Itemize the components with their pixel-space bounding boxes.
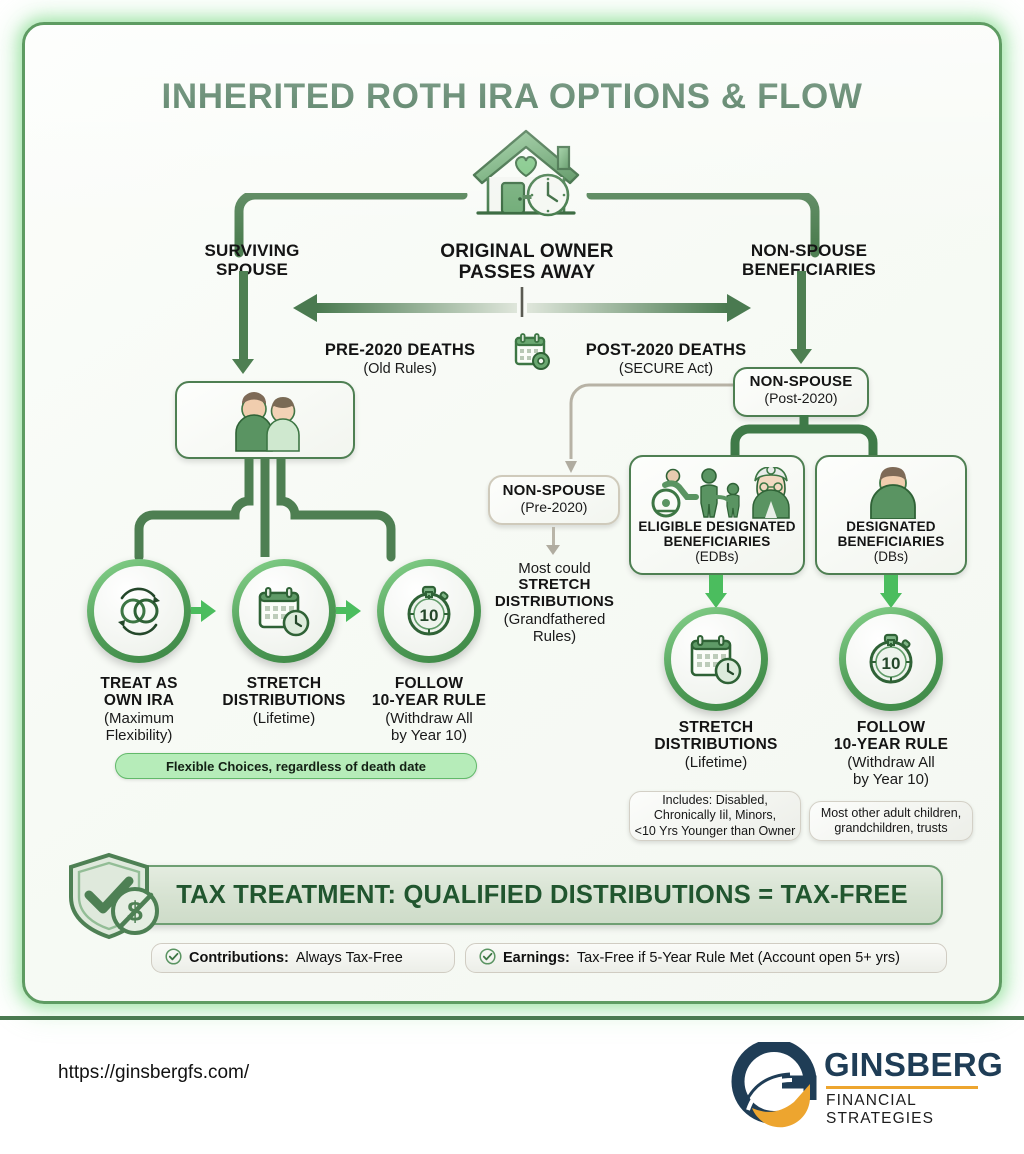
fact-earnings-rest: Tax-Free if 5-Year Rule Met (Account ope… (576, 950, 900, 966)
svg-text:10: 10 (420, 606, 439, 625)
outcome-circle-db-10year[interactable]: 10 (839, 607, 943, 711)
spouse-stem-arrow (232, 359, 254, 374)
pre2020-connector (545, 381, 775, 473)
post-2020-label: POST-2020 DEATHS (SECURE Act) (585, 341, 747, 378)
option-label-follow-10-year-rule: FOLLOW 10-YEAR RULE (Withdraw All by Yea… (371, 675, 487, 744)
option-circle-follow-10-year-rule[interactable]: 10 (377, 559, 481, 663)
pre2020-outcome-arrow (546, 545, 560, 555)
pre2020-outcome-label: Most could STRETCH DISTRIBUTIONS (Grandf… (494, 560, 615, 645)
logo-rule (826, 1086, 978, 1089)
post2020-split-connector (691, 415, 917, 478)
spouse-options-connector (115, 454, 415, 565)
non-spouse-post2020-box[interactable]: NON-SPOUSE (Post-2020) (733, 367, 869, 417)
footer-url[interactable]: https://ginsbergfs.com/ (58, 1062, 250, 1083)
logo-subtitle: FINANCIAL STRATEGIES (826, 1092, 935, 1127)
db-outcome-arrow (880, 593, 902, 608)
rings-refresh-icon (94, 566, 184, 656)
pre2020-outcome-stem (552, 527, 555, 549)
option-circle-treat-as-own-ira[interactable] (87, 559, 191, 663)
check-circle-icon (165, 947, 182, 969)
fact-pill-contributions: Contributions: Always Tax-Free (151, 943, 455, 973)
death-date-timeline-arrow (287, 287, 757, 331)
ginsberg-g-logo (724, 1039, 824, 1128)
edb-outcome-arrow (705, 593, 727, 608)
flow-arrow-2-tail (336, 607, 350, 614)
house-heart-clock-icon (466, 121, 586, 225)
root-label: ORIGINAL OWNER PASSES AWAY (440, 241, 614, 284)
surviving-spouse-card[interactable] (175, 381, 355, 459)
spouse-flexible-note: Flexible Choices, regardless of death da… (115, 753, 477, 779)
calendar-clock-icon (239, 566, 329, 656)
branch-label-non-spouse: NON-SPOUSE BENEFICIARIES (742, 241, 876, 280)
nonspouse-stem-arrow (790, 349, 812, 364)
flow-arrow-1 (201, 600, 216, 622)
person-icon (863, 467, 923, 520)
fact-contributions-rest: Always Tax-Free (295, 950, 403, 966)
svg-text:10: 10 (882, 654, 901, 673)
db-note: Most other adult children, grandchildren… (809, 801, 973, 841)
page-title: INHERITED ROTH IRA OPTIONS & FLOW (161, 77, 863, 116)
pre-2020-label: PRE-2020 DEATHS (Old Rules) (324, 341, 476, 378)
edb-note: Includes: Disabled, Chronically Iil, Min… (629, 791, 801, 841)
fact-pill-earnings: Earnings: Tax-Free if 5-Year Rule Met (A… (465, 943, 947, 973)
outcome-circle-edb-stretch[interactable] (664, 607, 768, 711)
shield-check-nodollar-icon: $ (63, 849, 169, 941)
nonspouse-stem (797, 271, 806, 353)
fact-earnings-bold: Earnings: (503, 950, 570, 966)
option-circle-stretch-distributions[interactable] (232, 559, 336, 663)
calendar-gear-icon (512, 331, 554, 373)
tax-treatment-banner: TAX TREATMENT: QUALIFIED DISTRIBUTIONS =… (87, 865, 943, 925)
edb-card[interactable]: ELIGIBLE DESIGNATED BENEFICIARIES (EDBs) (629, 455, 805, 575)
edb-group-icon (645, 465, 793, 519)
tax-treatment-banner-text: TAX TREATMENT: QUALIFIED DISTRIBUTIONS =… (176, 880, 908, 909)
flow-arrow-2 (346, 600, 361, 622)
stopwatch-10-icon: 10 (384, 566, 474, 656)
calendar-clock-icon (671, 614, 761, 704)
couple-icon (229, 391, 307, 453)
stopwatch-10-icon: 10 (846, 614, 936, 704)
flow-arrow-1-tail (191, 607, 205, 614)
outcome-label-db-10year: FOLLOW 10-YEAR RULE (Withdraw All by Yea… (833, 719, 949, 788)
logo-name: GINSBERG (824, 1046, 1004, 1083)
root-split-connector (213, 190, 841, 263)
infographic-panel: INHERITED ROTH IRA OPTIONS & FLOW (22, 22, 1002, 1004)
footer-divider (0, 1016, 1024, 1020)
spouse-stem (239, 271, 248, 363)
db-outcome-stem (884, 575, 898, 597)
outcome-label-edb-stretch: STRETCH DISTRIBUTIONS (Lifetime) (654, 719, 778, 771)
check-circle-icon (479, 947, 496, 969)
edb-outcome-stem (709, 575, 723, 597)
fact-contributions-bold: Contributions: (189, 950, 289, 966)
option-label-stretch-distributions: STRETCH DISTRIBUTIONS (Lifetime) (222, 675, 346, 727)
db-card[interactable]: DESIGNATED BENEFICIARIES (DBs) (815, 455, 967, 575)
branch-label-surviving-spouse: SURVIVING SPOUSE (204, 241, 300, 280)
non-spouse-pre2020-box[interactable]: NON-SPOUSE (Pre-2020) (488, 475, 620, 525)
option-label-treat-as-own-ira: TREAT AS OWN IRA (Maximum Flexibility) (100, 675, 178, 744)
